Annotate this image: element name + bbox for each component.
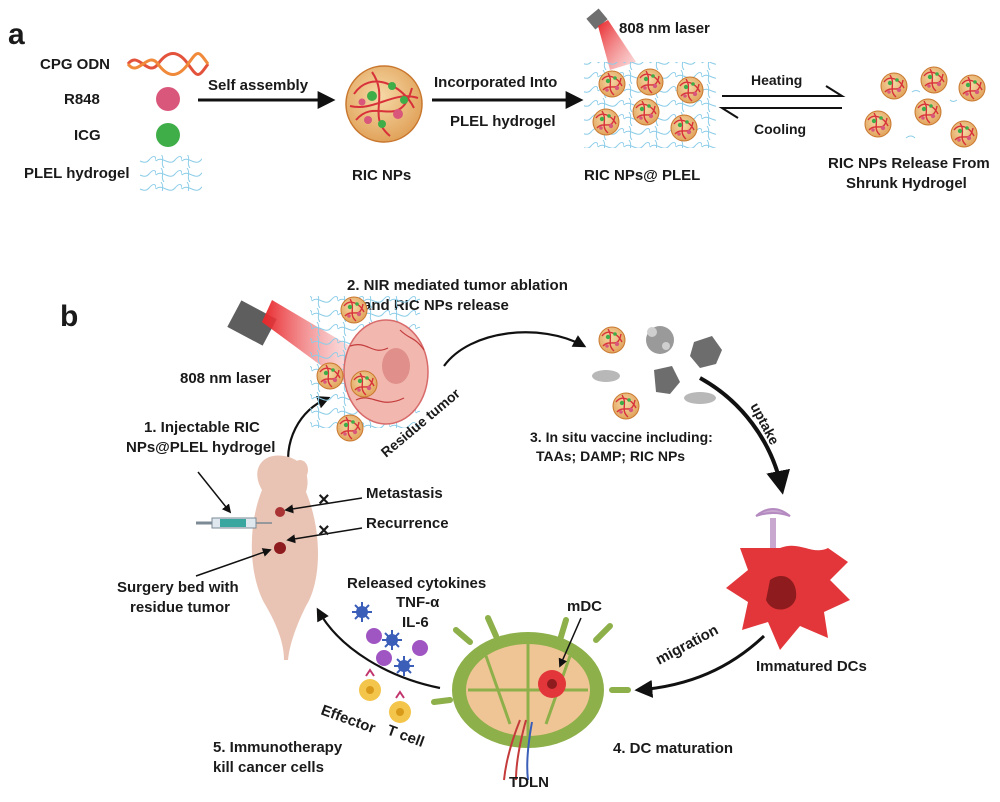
cooling-label: Cooling xyxy=(754,121,806,137)
step5-label-2: kill cancer cells xyxy=(213,759,324,776)
recurrence-x-icon: × xyxy=(318,520,330,542)
ric-plel-label: RIC NPs@ PLEL xyxy=(584,167,700,184)
r848-dot-icon xyxy=(156,87,180,111)
surgery-label-1: Surgery bed with xyxy=(117,579,239,596)
step1-label-2: NPs@PLEL hydrogel xyxy=(126,439,275,456)
immature-dc-icon xyxy=(726,508,850,650)
injection-pointer xyxy=(197,471,232,514)
step1-label-1: 1. Injectable RIC xyxy=(144,419,260,436)
surgery-label-2: residue tumor xyxy=(130,599,230,616)
cytokines-label: Released cytokines xyxy=(347,575,486,592)
step4-label: 4. DC maturation xyxy=(613,740,733,757)
metastasis-x-icon: × xyxy=(318,489,330,511)
icg-label: ICG xyxy=(74,127,101,144)
panel-a-letter: a xyxy=(8,18,25,51)
release-label-2: Shrunk Hydrogel xyxy=(846,175,967,192)
panel-b-letter: b xyxy=(60,300,78,333)
recurrence-pointer xyxy=(286,527,363,544)
step3-label-2: TAAs; DAMP; RIC NPs xyxy=(536,448,685,464)
cytokine-molecules-icon xyxy=(351,601,428,677)
in-situ-vaccine-icon xyxy=(592,326,722,420)
mdc-pointer xyxy=(558,617,582,668)
equilibrium-arrows xyxy=(718,85,846,119)
syringe-icon xyxy=(196,517,272,529)
surgery-pointer xyxy=(195,548,272,577)
laser-label-b: 808 nm laser xyxy=(180,370,271,387)
plel-hydrogel-label: PLEL hydrogel xyxy=(24,165,130,182)
mdc-label: mDC xyxy=(567,598,602,615)
r848-label: R848 xyxy=(64,91,100,108)
migration-label: migration xyxy=(653,621,721,668)
tnf-label: TNF-α xyxy=(396,594,440,611)
laser-device-icon xyxy=(586,8,636,70)
released-nps-icon xyxy=(864,66,986,148)
release-label-1: RIC NPs Release From xyxy=(828,155,990,172)
step2-label-1: 2. NIR mediated tumor ablation xyxy=(347,277,568,294)
metastasis-pointer xyxy=(284,497,363,514)
immatured-dcs-label: Immatured DCs xyxy=(756,658,867,675)
laser-label-a: 808 nm laser xyxy=(619,20,710,37)
self-assembly-label: Self assembly xyxy=(208,77,309,94)
icg-dot-icon xyxy=(156,123,180,147)
heating-label: Heating xyxy=(751,72,802,88)
cpg-odn-label: CPG ODN xyxy=(40,56,110,73)
hydrogel-mesh-icon xyxy=(140,155,202,191)
metastasis-label: Metastasis xyxy=(366,485,443,502)
ric-np-large-icon xyxy=(345,65,423,143)
ric-nps-in-hydrogel-icon xyxy=(584,62,716,148)
mouse-icon xyxy=(251,455,318,660)
il6-label: IL-6 xyxy=(402,614,429,631)
incorporated-label-1: Incorporated Into xyxy=(434,74,557,91)
step5-label-1: 5. Immunotherapy xyxy=(213,739,343,756)
step3-label-1: 3. In situ vaccine including: xyxy=(530,429,713,445)
incorporated-label-2: PLEL hydrogel xyxy=(450,113,556,130)
lymph-node-icon xyxy=(431,615,631,781)
tdln-label: TDLN xyxy=(509,774,549,791)
recurrence-label: Recurrence xyxy=(366,515,449,532)
tcell-label: T cell xyxy=(385,722,427,751)
effector-t-cells-icon xyxy=(359,668,411,723)
effector-label: Effector xyxy=(319,702,378,737)
residue-tumor-icon xyxy=(310,296,429,442)
cpg-odn-icon xyxy=(126,52,210,76)
ric-nps-label: RIC NPs xyxy=(352,167,411,184)
